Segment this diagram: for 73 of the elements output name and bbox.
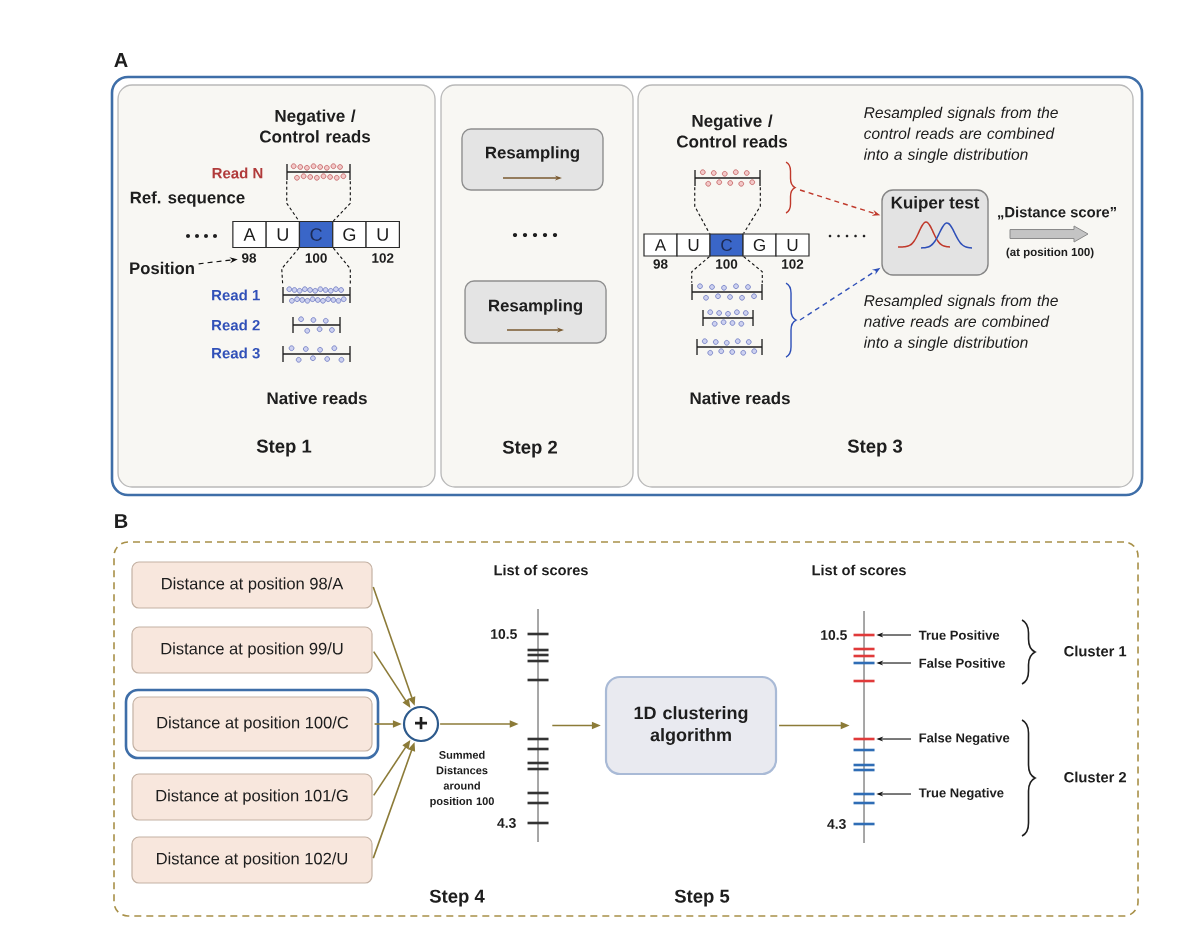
zoom-guide-line <box>743 186 761 234</box>
sequence-label: Ref. sequence <box>130 191 245 207</box>
zoom-guide-line <box>332 180 351 222</box>
arrow <box>372 740 411 797</box>
arrow-note: (at position 100) <box>1006 247 1094 259</box>
cluster-label: Cluster 1 <box>1064 645 1127 657</box>
position-number: 100 <box>716 259 738 269</box>
position-number: 102 <box>372 253 394 263</box>
tick-value: 4.3 <box>497 818 516 828</box>
process-box: Resampling <box>464 280 607 344</box>
sequence-cell: A <box>232 220 267 249</box>
highlight-frame <box>124 688 380 760</box>
zoom-guide-line <box>332 247 351 287</box>
tick-value: 10.5 <box>821 630 847 640</box>
process-box: 1D clustering algorithm <box>604 675 778 776</box>
arrow-label: „Distance score” <box>998 206 1116 220</box>
sequence-cell: G <box>742 233 777 257</box>
step-label: Step 5 <box>674 889 730 907</box>
distance-box: Distance at position 99/U <box>131 626 373 674</box>
sequence-cell: U <box>676 233 711 257</box>
classification-label: False Positive <box>919 658 1005 668</box>
distance-box: Distance at position 100/C <box>132 696 373 752</box>
group-title: Native reads <box>690 391 790 405</box>
distance-box: Distance at position 102/U <box>131 836 373 884</box>
callout-label: Position <box>130 261 194 275</box>
step-label: Step 4 <box>429 889 485 907</box>
read-label: Read N <box>212 167 263 179</box>
process-box: Resampling <box>461 128 604 191</box>
note-text: Resampled signals from the native reads are combined into a single distribution <box>863 294 1058 351</box>
process-box: Kuiper test <box>881 189 989 276</box>
read-label: Read 1 <box>212 289 260 301</box>
sequence-cell: U <box>775 233 810 257</box>
panel-letter: A <box>114 53 128 67</box>
sequence-cell: A <box>643 233 678 257</box>
sequence-cell: G <box>332 220 367 249</box>
group-title: Native reads <box>267 391 367 405</box>
sum-caption: Summed Distances around position 100 <box>430 750 494 808</box>
cluster-label: Cluster 2 <box>1064 771 1126 783</box>
sequence-cell: C <box>298 220 334 249</box>
read-bar <box>694 169 761 187</box>
position-number: 98 <box>653 259 668 269</box>
distance-box: Distance at position 101/G <box>131 773 373 821</box>
classification-label: True Negative <box>918 787 1004 801</box>
note-text: Resampled signals from the control reads are combined into a single distribution <box>863 106 1058 163</box>
panel-letter: B <box>115 514 128 528</box>
sequence-cell: U <box>265 220 301 249</box>
position-number: 102 <box>782 259 804 269</box>
zoom-guide-line <box>281 247 300 287</box>
list-heading: List of scores <box>494 564 588 576</box>
read-bar <box>702 309 754 327</box>
step-label: Step 3 <box>847 439 903 457</box>
zoom-guide-line <box>694 186 710 234</box>
group-title: Negative / Control reads <box>677 114 787 148</box>
classification-label: True Positive <box>918 630 1000 640</box>
zoom-guide-line <box>286 180 300 222</box>
read-label: Read 2 <box>212 319 260 331</box>
classification-label: False Negative <box>919 732 1010 746</box>
zoom-guide-line <box>743 256 763 284</box>
position-number: 98 <box>241 253 257 263</box>
read-bar <box>696 338 763 356</box>
sequence-cell: C <box>709 233 744 257</box>
read-bar <box>691 283 763 301</box>
tick-value: 10.5 <box>491 629 517 639</box>
step-label: Step 1 <box>256 439 312 457</box>
sequence-cell: U <box>365 220 400 249</box>
list-heading: List of scores <box>812 564 906 576</box>
step-label: Step 2 <box>502 440 557 458</box>
zoom-guide-line <box>691 256 710 284</box>
distance-box: Distance at position 98/A <box>131 561 373 609</box>
tick-value: 4.3 <box>827 819 846 829</box>
position-number: 100 <box>305 253 327 263</box>
read-label: Read 3 <box>212 347 260 359</box>
group-title: Negative / Control reads <box>260 109 370 143</box>
